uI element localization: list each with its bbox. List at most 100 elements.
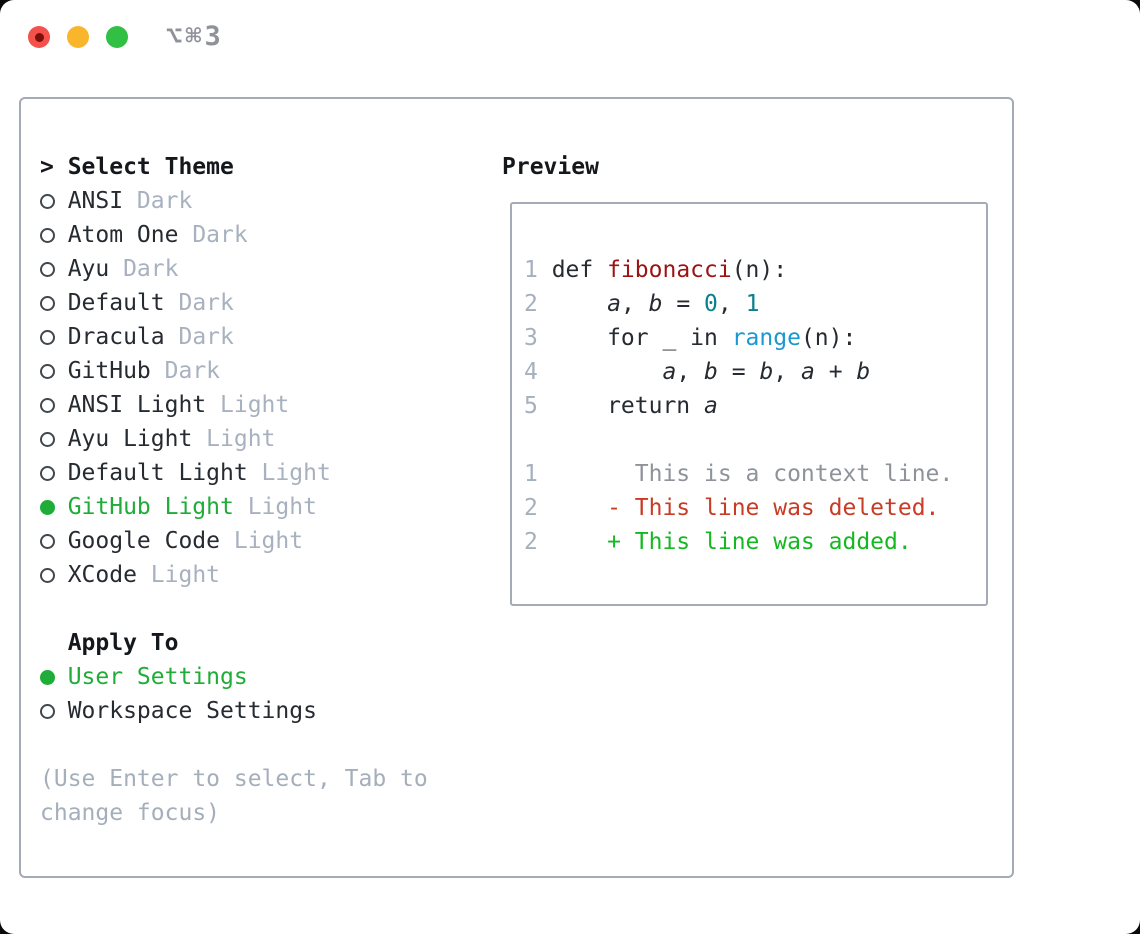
code-segment: , xyxy=(676,359,705,385)
window-title: ⌥⌘3 xyxy=(166,21,224,52)
line-number: 1 xyxy=(524,257,538,283)
code-segment: , xyxy=(717,291,746,317)
radio-unselected-icon xyxy=(40,398,55,413)
theme-name-label: Ayu xyxy=(67,256,110,282)
code-segment: a xyxy=(801,359,815,385)
theme-variant-label: Light xyxy=(136,562,221,588)
theme-name-label: Atom One xyxy=(67,222,179,248)
theme-variant-label: Dark xyxy=(164,290,234,316)
apply-to-header: Apply To xyxy=(40,626,428,660)
theme-name-label: Ayu Light xyxy=(67,426,193,452)
code-segment: a xyxy=(607,291,621,317)
theme-variant-label: Light xyxy=(247,460,331,486)
code-segment: b xyxy=(759,359,774,385)
radio-marker xyxy=(40,524,68,558)
code-line: 2 a, b = 0, 1 xyxy=(524,287,986,321)
apply-option-label: Workspace Settings xyxy=(67,698,317,724)
radio-marker xyxy=(40,218,68,252)
theme-option-atom-one[interactable]: Atom One Dark xyxy=(40,218,428,252)
code-segment: , xyxy=(773,359,801,385)
theme-name-label: GitHub Light xyxy=(67,494,234,520)
radio-marker xyxy=(40,286,68,320)
code-segment: range xyxy=(731,325,801,351)
radio-unselected-icon xyxy=(40,466,55,481)
theme-option-dracula[interactable]: Dracula Dark xyxy=(40,320,428,354)
radio-unselected-icon xyxy=(40,568,55,583)
theme-variant-label: Dark xyxy=(109,256,179,282)
radio-marker xyxy=(40,558,68,592)
apply-option-workspace-settings[interactable]: Workspace Settings xyxy=(40,694,428,728)
diff-text: This is a context line. xyxy=(551,461,954,487)
code-segment: a xyxy=(662,359,677,385)
radio-unselected-icon xyxy=(40,704,55,719)
theme-name-label: GitHub xyxy=(67,358,151,384)
code-segment xyxy=(552,291,607,317)
unsaved-dot-icon xyxy=(34,32,44,42)
theme-option-default-light[interactable]: Default Light Light xyxy=(40,456,428,490)
maximize-button[interactable] xyxy=(106,26,128,48)
hint-text: (Use Enter to select, Tab to change focu… xyxy=(40,762,428,830)
spacer xyxy=(40,592,428,626)
theme-name-label: Default xyxy=(67,290,165,316)
radio-unselected-icon xyxy=(40,534,55,549)
blank-line xyxy=(524,423,986,457)
code-segment: b xyxy=(704,359,718,385)
code-segment: b xyxy=(648,291,663,317)
radio-unselected-icon xyxy=(40,330,55,345)
line-number: 2 xyxy=(524,529,538,555)
prompt-caret-icon: > xyxy=(40,154,54,180)
theme-option-google-code[interactable]: Google Code Light xyxy=(40,524,428,558)
theme-option-xcode[interactable]: XCode Light xyxy=(40,558,428,592)
theme-variant-label: Light xyxy=(233,494,317,520)
theme-variant-label: Dark xyxy=(150,358,221,384)
line-number: 1 xyxy=(524,461,538,487)
preview-title: Preview xyxy=(502,154,599,180)
theme-option-ansi[interactable]: ANSI Dark xyxy=(40,184,428,218)
code-line: 3 for _ in range(n): xyxy=(524,321,986,355)
theme-option-ayu-light[interactable]: Ayu Light Light xyxy=(40,422,428,456)
code-segment: (n): xyxy=(731,257,788,283)
theme-option-ansi-light[interactable]: ANSI Light Light xyxy=(40,388,428,422)
select-theme-header: > Select Theme xyxy=(40,150,428,184)
apply-option-user-settings[interactable]: User Settings xyxy=(40,660,428,694)
theme-option-default[interactable]: Default Dark xyxy=(40,286,428,320)
line-number: 2 xyxy=(524,291,538,317)
theme-name-label: XCode xyxy=(67,562,137,588)
radio-unselected-icon xyxy=(40,194,55,209)
diff-line-context: 1 This is a context line. xyxy=(524,457,986,491)
theme-option-ayu[interactable]: Ayu Dark xyxy=(40,252,428,286)
line-number: 2 xyxy=(524,495,538,521)
theme-name-label: ANSI Light xyxy=(67,392,207,418)
radio-marker xyxy=(40,184,68,218)
close-button[interactable] xyxy=(28,26,50,48)
code-segment: = xyxy=(717,359,760,385)
spacer xyxy=(40,728,428,762)
code-line: 5 return a xyxy=(524,389,986,423)
line-number: 4 xyxy=(524,359,538,385)
radio-marker xyxy=(40,252,68,286)
traffic-lights xyxy=(28,26,128,48)
theme-variant-label: Light xyxy=(192,426,276,452)
apply-to-title: Apply To xyxy=(67,630,179,656)
theme-variant-label: Light xyxy=(220,528,304,554)
code-segment: 1 xyxy=(745,291,760,317)
code-segment xyxy=(552,359,663,385)
theme-name-label: Default Light xyxy=(67,460,248,486)
select-theme-title: Select Theme xyxy=(67,154,234,180)
code-segment: def xyxy=(551,257,608,283)
diff-line-deleted: 2 - This line was deleted. xyxy=(524,491,986,525)
code-segment: (n): xyxy=(800,325,857,351)
titlebar: ⌥⌘3 xyxy=(0,0,1140,70)
theme-option-github[interactable]: GitHub Dark xyxy=(40,354,428,388)
theme-name-label: Dracula xyxy=(67,324,165,350)
theme-option-github-light[interactable]: GitHub Light Light xyxy=(40,490,428,524)
radio-marker xyxy=(40,694,68,728)
minimize-button[interactable] xyxy=(67,26,89,48)
radio-marker xyxy=(40,422,68,456)
code-segment: 0 xyxy=(704,291,718,317)
theme-variant-label: Dark xyxy=(178,222,248,248)
